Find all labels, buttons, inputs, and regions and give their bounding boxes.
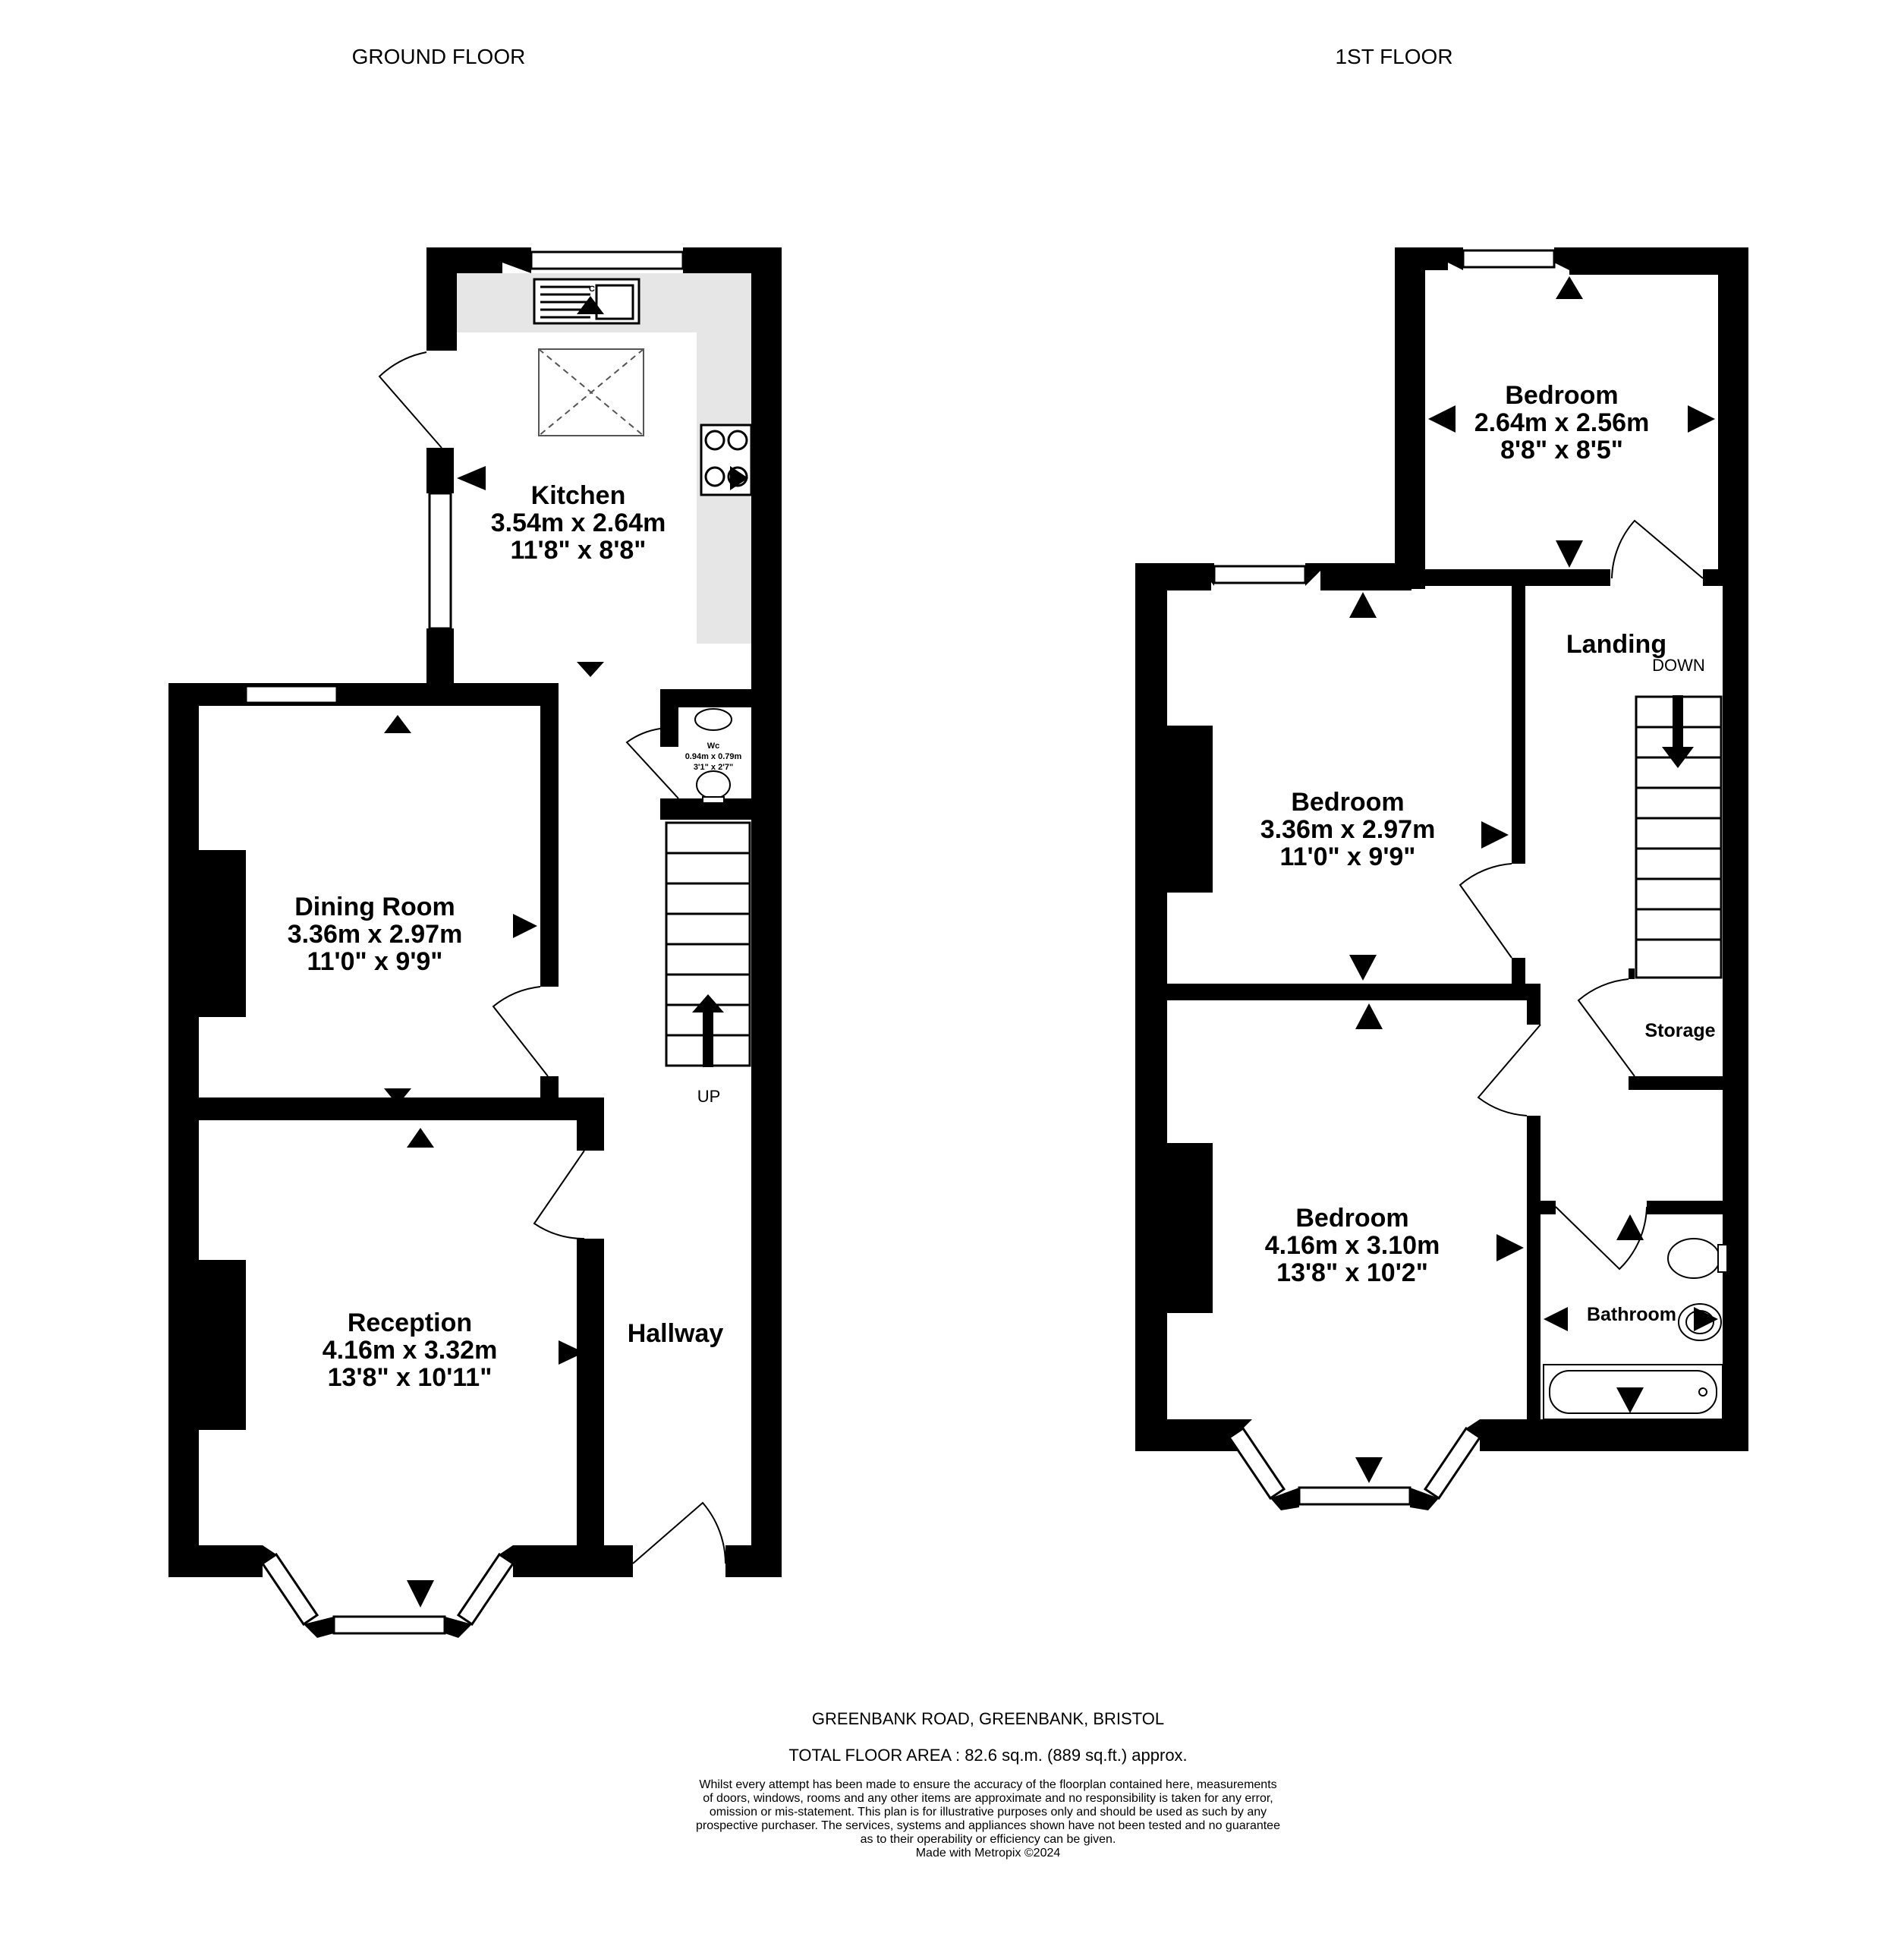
front-bay-window-right [1423,1426,1482,1501]
rear-bedroom-name: Bedroom [1505,381,1618,410]
middle-bedroom-window [1213,565,1307,584]
storage-name: Storage [1644,1020,1715,1041]
middle-bedroom-label: Bedroom 3.36m x 2.97m 11'0" x 9'9" [1260,788,1436,871]
ground-doors [378,351,726,1564]
sink-fixture-label: C [589,285,595,294]
wc-name: Wc [707,742,720,751]
landing-name: Landing [1566,630,1666,659]
ground-dimension-arrows [384,296,748,1608]
disclaimer-line: prospective purchaser. The services, sys… [696,1819,1280,1832]
wc-door [625,728,679,799]
front-bedroom-door [1477,1024,1541,1116]
rear-bedroom-imperial: 8'8" x 8'5" [1500,436,1623,464]
disclaimer-line: Whilst every attempt has been made to en… [699,1778,1276,1791]
kitchen-side-window [428,492,452,630]
bay-window-right [456,1552,515,1627]
kitchen-sink [533,278,640,325]
kitchen-label: Kitchen 3.54m x 2.64m 11'8" x 8'8" [491,481,666,565]
front-door [632,1501,726,1564]
reception-metric: 4.16m x 3.32m [323,1336,498,1365]
disclaimer-line: omission or mis-statement. This plan is … [710,1806,1267,1819]
kitchen-imperial: 11'8" x 8'8" [511,536,647,565]
rear-bedroom-label: Bedroom 2.64m x 2.56m 8'8" x 8'5" [1474,381,1650,464]
stairs-up-label: UP [697,1087,721,1106]
kitchen-hob [700,424,753,496]
kitchen-back-door [378,351,442,449]
ground-floor-plan: C [168,247,782,1638]
metropix-credit: Made with Metropix ©2024 [916,1847,1061,1860]
ground-floor-title: GROUND FLOOR [352,45,526,68]
storage-door [1577,978,1635,1077]
bay-window-left [260,1552,319,1627]
reception-imperial: 13'8" x 10'11" [328,1363,493,1392]
bathroom-name: Bathroom [1587,1304,1676,1325]
stairs-down-arrow-icon [1662,695,1694,768]
kitchen-skylight [538,348,644,436]
wc-fixtures [694,708,732,804]
first-walls [1135,247,1748,1451]
dining-room-metric: 3.36m x 2.97m [288,920,463,949]
front-bedroom-name: Bedroom [1295,1204,1408,1233]
wc-label: Wc 0.94m x 0.79m 3'1" x 2'7" [685,742,742,772]
kitchen-name: Kitchen [531,481,626,510]
reception-label: Reception 4.16m x 3.32m 13'8" x 10'11" [323,1308,498,1392]
stairs-up-arrow-icon [692,994,724,1067]
first-floor-plan: DOWN [1135,247,1748,1510]
middle-bedroom-door [1459,863,1512,959]
rear-bedroom-window [1462,249,1556,269]
first-doors [1459,519,1704,1271]
wc-metric: 0.94m x 0.79m [685,752,742,761]
bay-window-centre [332,1615,446,1635]
dining-door [492,986,549,1077]
wc-imperial: 3'1" x 2'7" [694,763,733,772]
wc-toilet [696,770,731,799]
kitchen-metric: 3.54m x 2.64m [491,509,666,537]
address: GREENBANK ROAD, GREENBANK, BRISTOL [812,1709,1164,1728]
reception-door [533,1150,585,1240]
front-bay-window-left [1227,1426,1286,1501]
kitchen-window [530,250,684,270]
rear-bedroom-metric: 2.64m x 2.56m [1474,408,1650,437]
front-bay-window-centre [1298,1486,1411,1506]
disclaimer-line: as to their operability or efficiency ca… [861,1833,1116,1846]
middle-bedroom-metric: 3.36m x 2.97m [1260,815,1436,844]
reception-name: Reception [348,1308,472,1337]
bathroom-door [1555,1206,1648,1271]
dining-window [244,685,338,704]
wc-basin [694,708,732,731]
first-dimension-arrows [1349,276,1718,1483]
dining-room-label: Dining Room 3.36m x 2.97m 11'0" x 9'9" [288,893,463,976]
dining-room-imperial: 11'0" x 9'9" [307,947,443,976]
middle-bedroom-imperial: 11'0" x 9'9" [1280,842,1416,871]
bathroom-toilet [1667,1238,1720,1279]
front-bedroom-imperial: 13'8" x 10'2" [1276,1258,1428,1287]
hallway-name: Hallway [628,1319,724,1348]
dining-room-name: Dining Room [294,893,455,921]
rear-bedroom-door [1611,519,1704,579]
disclaimer-line: of doors, windows, rooms and any other i… [703,1792,1273,1805]
middle-bedroom-name: Bedroom [1291,788,1404,817]
first-floor-title: 1ST FLOOR [1335,45,1452,68]
stairs-down-label: DOWN [1652,656,1705,675]
footer: GREENBANK ROAD, GREENBANK, BRISTOL TOTAL… [696,1709,1280,1860]
total-floor-area: TOTAL FLOOR AREA : 82.6 sq.m. (889 sq.ft… [788,1746,1187,1765]
front-bedroom-metric: 4.16m x 3.10m [1265,1231,1440,1260]
front-bedroom-label: Bedroom 4.16m x 3.10m 13'8" x 10'2" [1265,1204,1440,1287]
